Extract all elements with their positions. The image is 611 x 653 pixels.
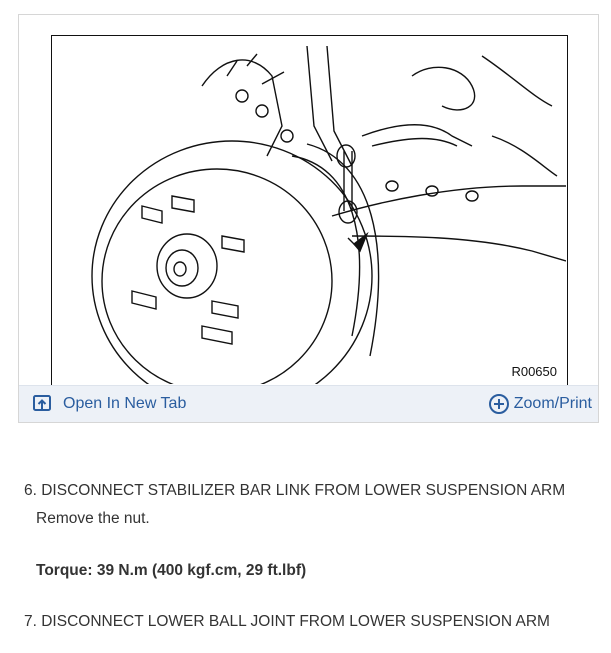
drum-outer-ring (91, 140, 373, 384)
hub-outer (156, 233, 218, 299)
suspension-illustration[interactable]: R00650 (51, 35, 568, 386)
open-in-new-tab-button[interactable]: Open In New Tab (31, 386, 186, 422)
step-7-heading: 7. DISCONNECT LOWER BALL JOINT FROM LOWE… (24, 613, 550, 630)
suspension-drawing (91, 45, 566, 384)
tie-rod (361, 124, 473, 147)
pointer-arrow (352, 231, 369, 253)
figure-card: R00650 Open In New Tab Zoom/Print (18, 14, 599, 423)
step-6-torque: Torque: 39 N.m (400 kgf.cm, 29 ft.lbf) (36, 562, 307, 579)
knuckle-upper (201, 59, 283, 157)
step-6-heading: 6. DISCONNECT STABILIZER BAR LINK FROM L… (24, 482, 566, 499)
zoom-plus-icon (488, 393, 510, 415)
lower-link-nut (338, 200, 358, 224)
step-6-detail: Remove the nut. (36, 510, 150, 527)
open-in-new-tab-label: Open In New Tab (63, 395, 187, 412)
bracket (411, 66, 476, 111)
zoom-print-label: Zoom/Print (513, 395, 592, 412)
zoom-print-button[interactable]: Zoom/Print (488, 386, 592, 422)
figure-code: R00650 (511, 364, 557, 379)
drum-inner-ring (101, 168, 333, 384)
wheel-studs (131, 195, 245, 345)
drum-edge-line (291, 155, 361, 337)
strut-body (306, 45, 333, 162)
upper-link-nut (336, 144, 356, 168)
hub-center (165, 249, 199, 287)
figure-toolbar: Open In New Tab Zoom/Print (19, 385, 598, 422)
open-new-tab-icon (31, 393, 53, 415)
